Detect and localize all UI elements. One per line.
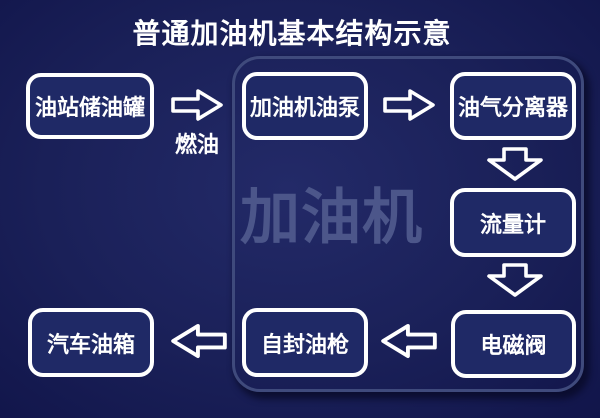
node-label: 电磁阀 xyxy=(480,333,547,358)
diagram-title: 普通加油机基本结构示意 xyxy=(132,18,452,49)
dispenser-watermark-text: 加油机 xyxy=(240,184,423,251)
node-label: 油气分离器 xyxy=(457,95,568,120)
node-self-sealing-nozzle: 自封油枪 xyxy=(242,308,368,377)
node-dispenser-pump: 加油机油泵 xyxy=(242,72,368,140)
arrow-left-icon xyxy=(171,323,227,359)
node-solenoid-valve: 电磁阀 xyxy=(451,310,576,378)
node-label: 油站储油罐 xyxy=(34,95,145,120)
node-label: 汽车油箱 xyxy=(46,331,135,357)
arrow-down-icon xyxy=(487,263,543,297)
node-label: 加油机油泵 xyxy=(249,95,360,120)
dispenser-container-outline xyxy=(232,56,584,392)
arrow-down-icon xyxy=(487,147,543,181)
arrow-right-icon xyxy=(383,89,435,121)
node-label: 流量计 xyxy=(479,211,546,237)
node-car-fuel-tank: 汽车油箱 xyxy=(28,308,154,377)
edge-label-fuel: 燃油 xyxy=(174,132,219,157)
arrow-left-icon xyxy=(381,323,437,359)
node-flow-meter: 流量计 xyxy=(450,188,576,257)
node-station-tank: 油站储油罐 xyxy=(26,73,154,139)
node-label: 自封油枪 xyxy=(260,331,349,357)
node-oil-gas-separator: 油气分离器 xyxy=(450,72,576,140)
arrow-right-icon xyxy=(171,89,223,121)
